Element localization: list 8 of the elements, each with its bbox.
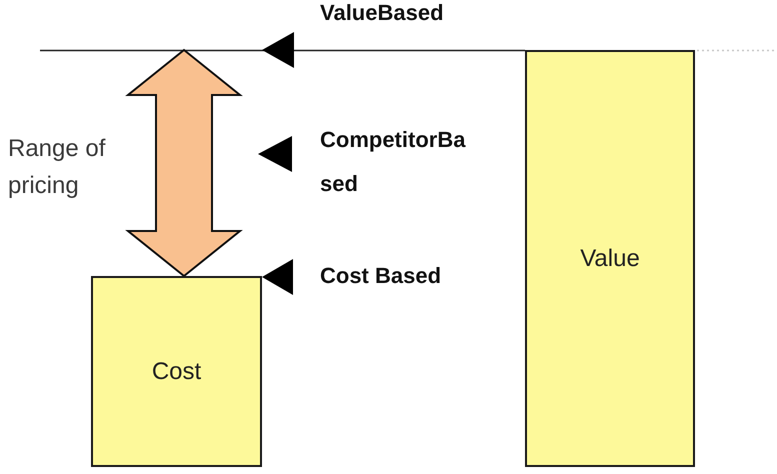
cost-bar <box>91 276 262 467</box>
level-label: CompetitorBa sed <box>320 126 467 198</box>
double-block-arrow <box>125 48 243 278</box>
box-label: Cost <box>152 358 202 386</box>
box-label: Value <box>580 244 640 272</box>
level-label: ValueBased <box>320 0 445 26</box>
value-bar <box>525 50 695 467</box>
level-label: Cost Based <box>320 263 442 289</box>
